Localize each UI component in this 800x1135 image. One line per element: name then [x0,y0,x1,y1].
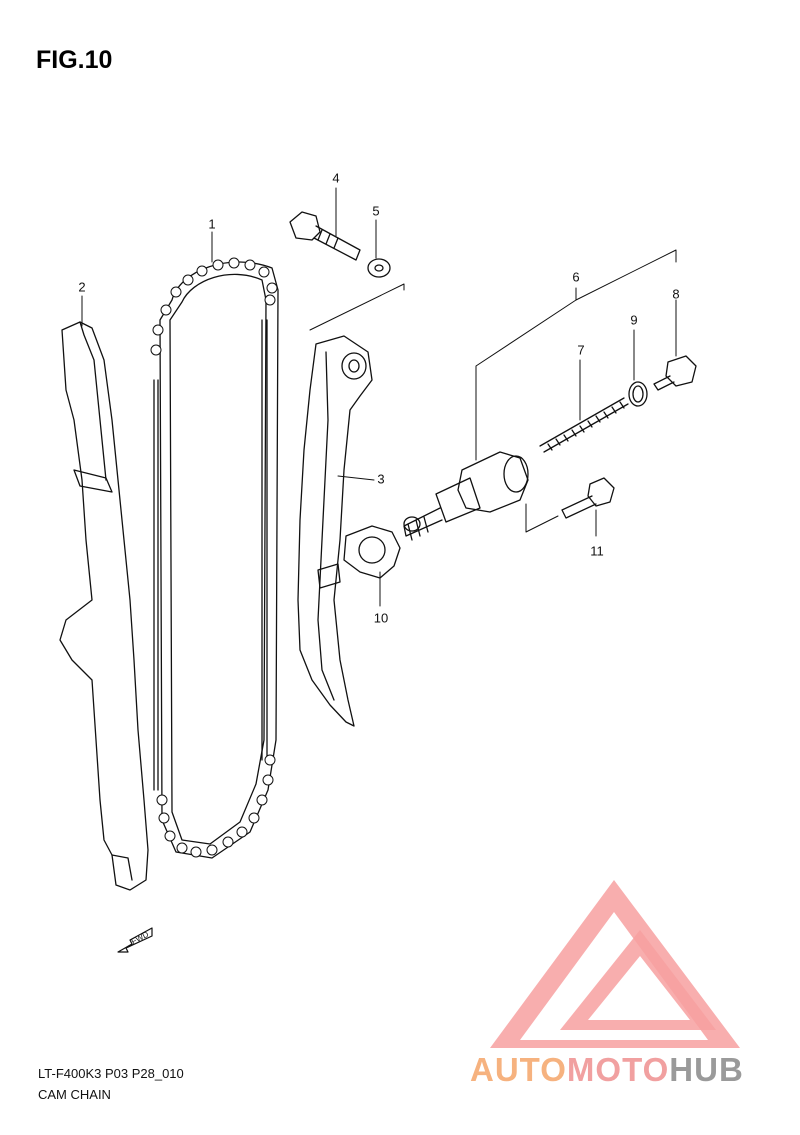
cam-chain [150,257,279,859]
fwd-arrow-icon [117,927,153,953]
figure-title: FIG.10 [36,46,113,74]
pivot-bolt [289,211,361,261]
watermark-logo-icon [490,880,740,1048]
callout-1: 1 [208,216,216,232]
watermark-text-moto: MOTO [566,1051,670,1088]
mounting-bolt [561,477,615,519]
callout-4: 4 [332,170,340,186]
chain-guide-rear [59,321,149,891]
leader-lines [81,187,677,607]
watermark-text-auto: AUTO [470,1051,567,1088]
callout-6: 6 [572,269,580,285]
callout-11: 11 [590,543,604,559]
washer [367,258,391,278]
tensioner-adjuster [403,451,529,541]
watermark-text-hub: HUB [669,1051,744,1088]
callout-5: 5 [372,203,380,219]
callout-8: 8 [672,286,680,302]
gasket [343,525,401,579]
tensioner-spring [539,397,629,453]
callout-2: 2 [78,279,86,295]
callout-9: 9 [630,312,638,328]
o-ring [628,381,648,407]
figure-name: CAM CHAIN [38,1087,111,1102]
model-code: LT-F400K3 P03 P28_010 [38,1066,184,1081]
callout-10: 10 [373,610,389,626]
callout-7: 7 [577,342,585,358]
watermark-text: AUTOMOTOHUB [470,1051,795,1089]
callout-3: 3 [377,471,385,487]
cap-bolt [653,355,697,391]
chain-tensioner-guide [297,335,373,727]
